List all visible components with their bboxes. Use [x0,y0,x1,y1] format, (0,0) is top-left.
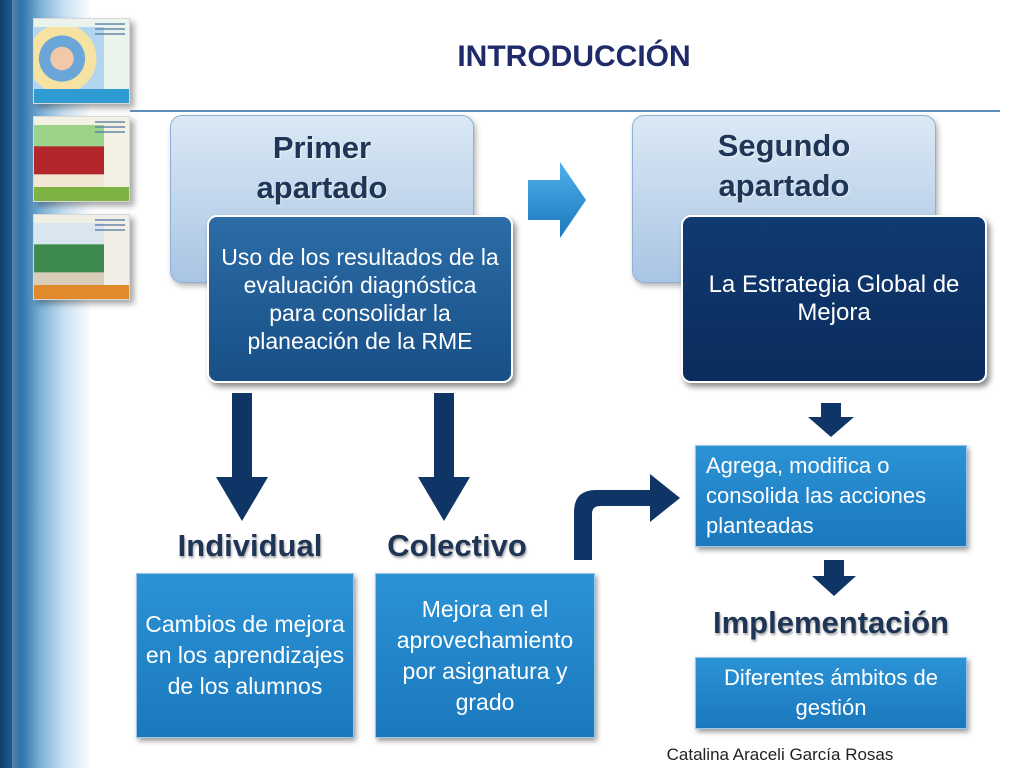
primer-apartado-detail: Uso de los resultados de la evaluación d… [207,215,513,383]
colectivo-label: Colectivo [387,528,527,563]
arrow-down-icon [812,560,856,596]
elbow-arrow-icon [574,474,680,560]
cover-title-lines [95,219,125,241]
cover-title-lines [95,23,125,45]
primer-apartado-line2: apartado [256,170,388,205]
arrow-down-icon [216,393,268,521]
cover-photo-students [34,125,104,195]
colectivo-box: Mejora en el aprovechamiento por asignat… [375,573,595,738]
cover-title-lines [95,121,125,143]
cover-strip [34,187,129,201]
segundo-apartado-detail: La Estrategia Global de Mejora [681,215,987,383]
side-band-highlight [12,0,22,768]
author-footer: Catalina Araceli García Rosas [666,745,894,764]
cover-secundaria-image [33,214,130,300]
individual-label: Individual [177,528,323,563]
arrow-down-icon [418,393,470,521]
segundo-apartado-line2: apartado [718,168,850,203]
implementacion-label: Implementación [713,605,949,640]
arrow-down-icon [808,403,854,437]
individual-box: Cambios de mejora en los aprendizajes de… [136,573,354,738]
cover-photo-children [34,27,104,97]
segundo-apartado-line1: Segundo [717,128,851,163]
primer-apartado-line1: Primer [272,130,372,165]
slide-title: INTRODUCCIÓN [457,40,691,73]
cover-strip [34,89,129,103]
title-divider [130,110,1000,112]
agrega-modifica-box: Agrega, modifica o consolida las accione… [695,445,967,547]
cover-photo-classroom [34,223,104,293]
arrow-right-icon [528,162,586,238]
cover-primaria-image [33,116,130,202]
cover-strip [34,285,129,299]
ambitos-gestion-box: Diferentes ámbitos de gestión [695,657,967,729]
cover-preescolar-image [33,18,130,104]
